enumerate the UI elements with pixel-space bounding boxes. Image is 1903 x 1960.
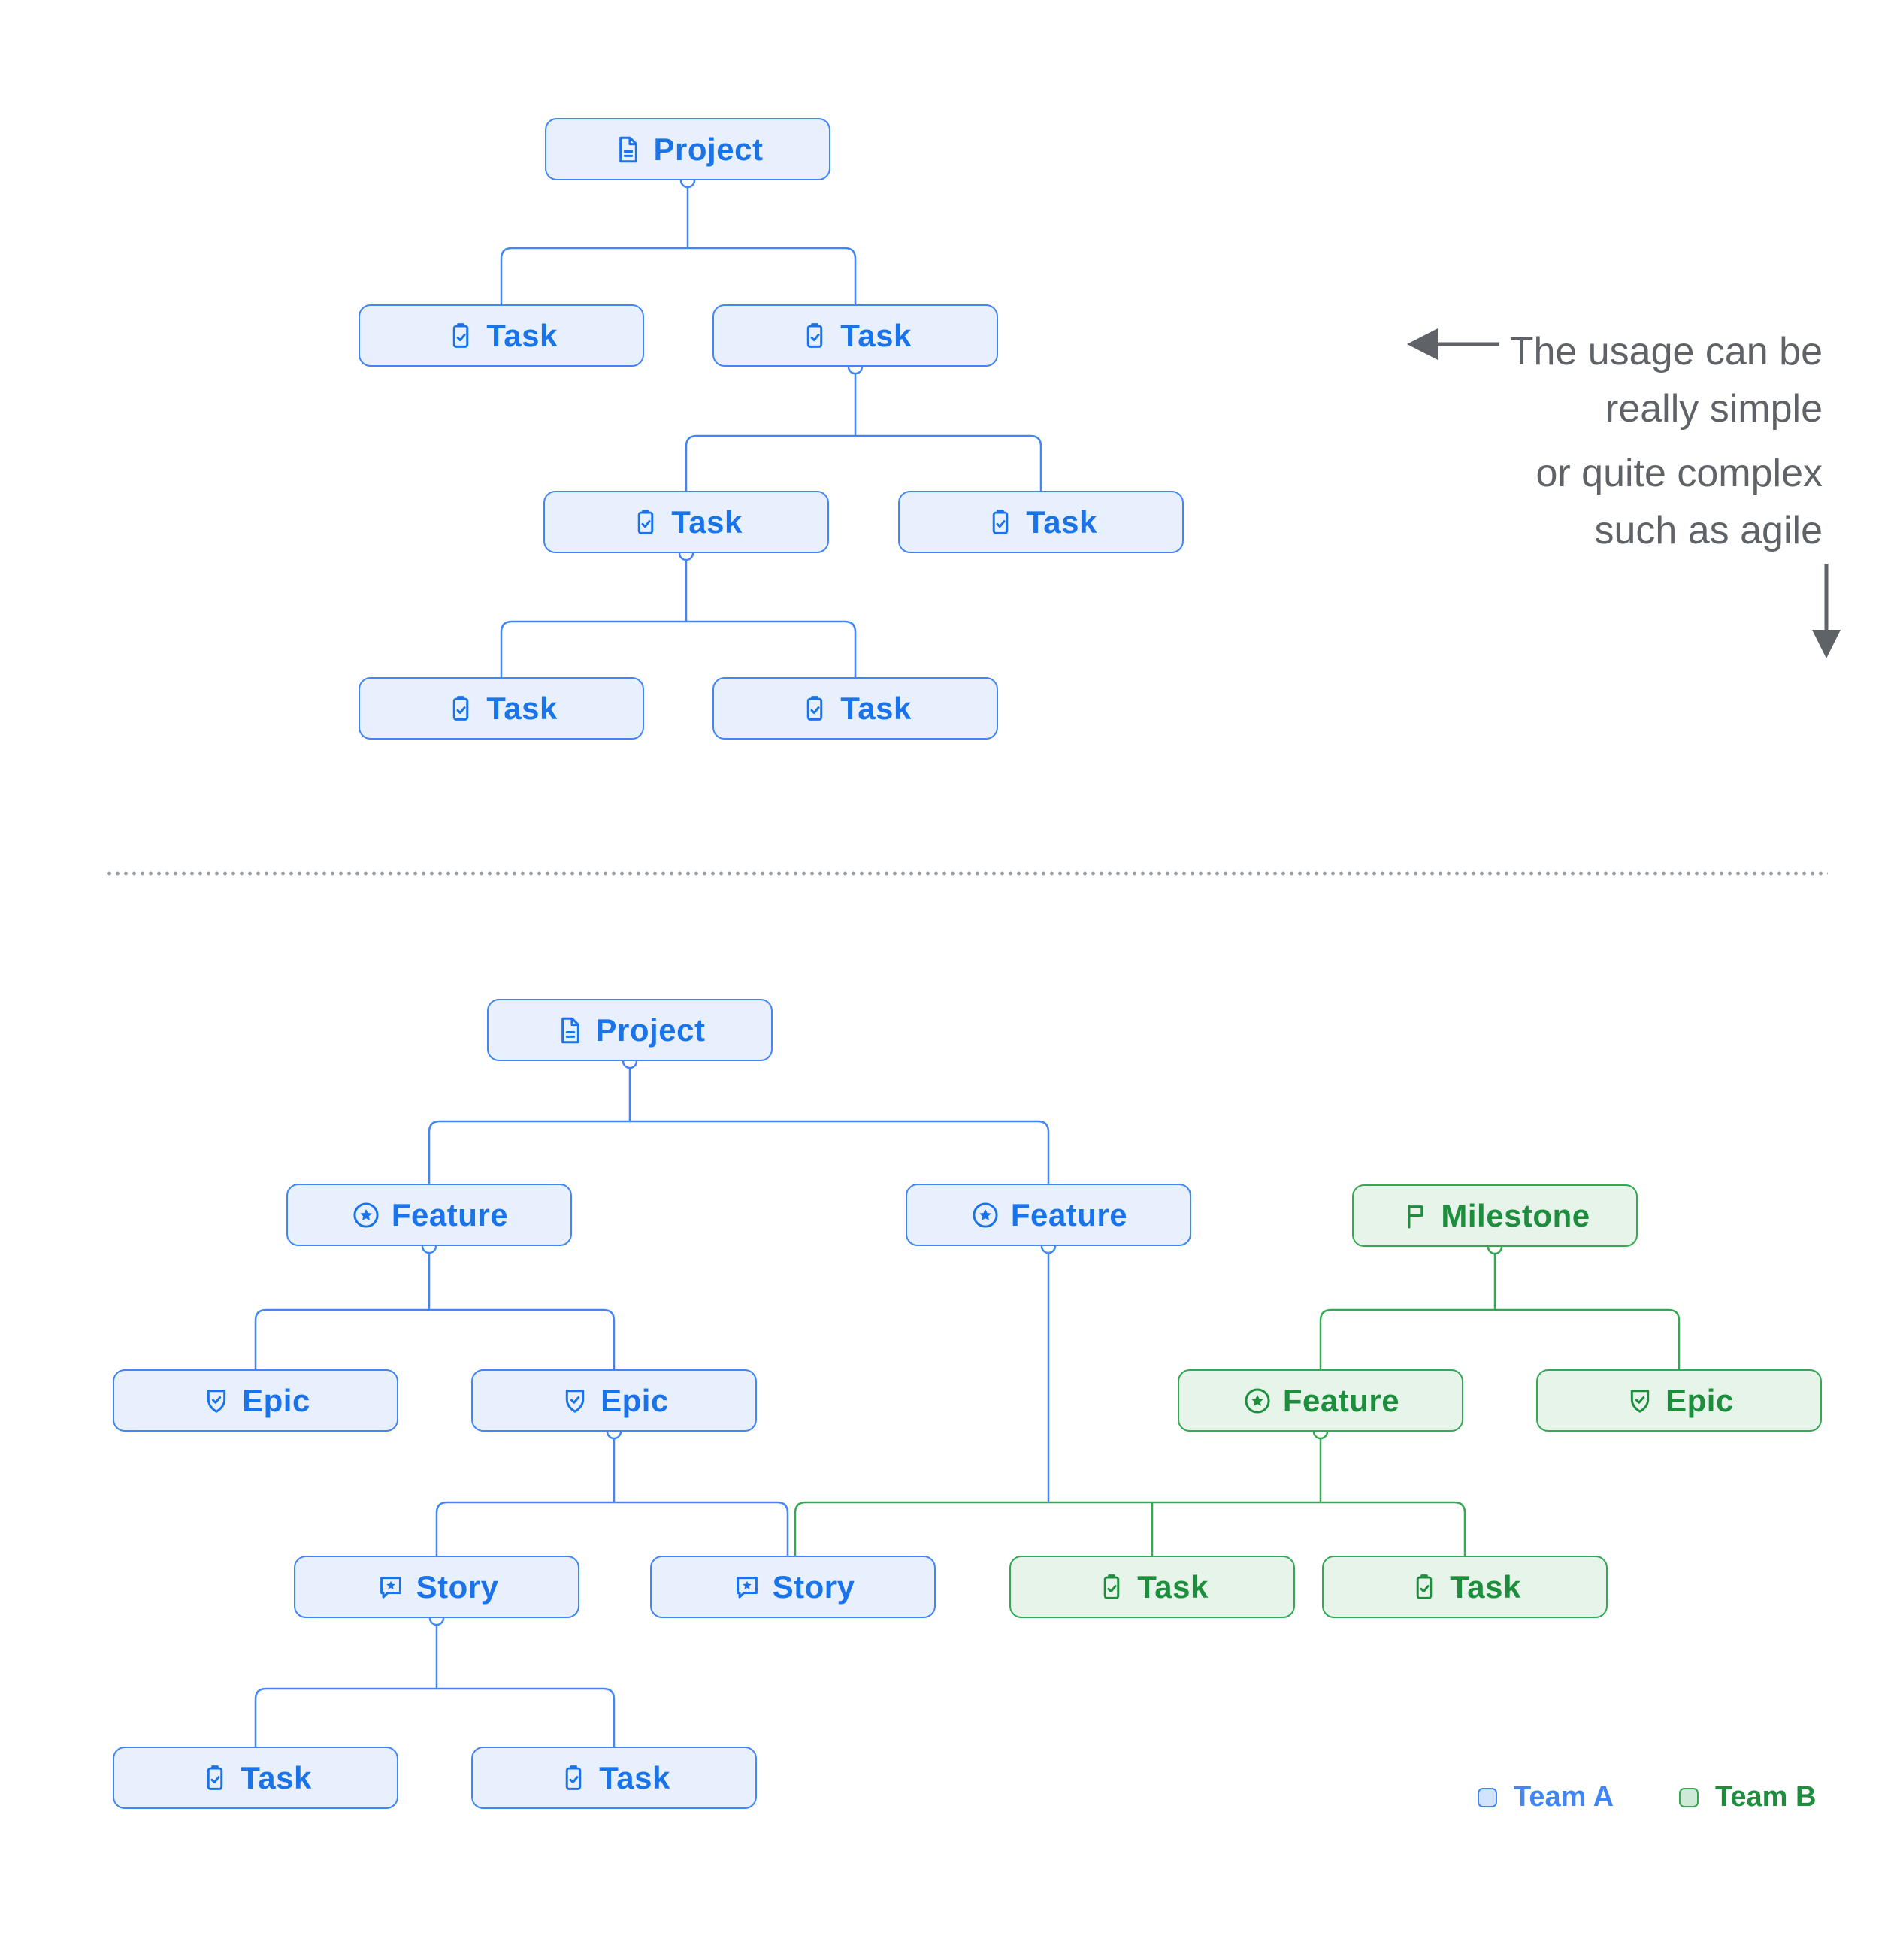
node-label: Feature [1282, 1382, 1400, 1418]
node-task: Task [113, 1747, 398, 1809]
epic-icon [1624, 1385, 1656, 1417]
task-icon [445, 693, 477, 724]
connector-bus [500, 620, 857, 677]
connector-bus [254, 1308, 616, 1369]
node-label: Epic [242, 1382, 310, 1418]
node-label: Task [1450, 1568, 1521, 1605]
node-label: Story [772, 1568, 855, 1605]
task-icon [1096, 1571, 1127, 1603]
task-icon [799, 320, 830, 352]
task-icon [558, 1762, 589, 1794]
node-task: Task [1009, 1556, 1295, 1618]
node-project: Project [545, 118, 830, 180]
epic-icon [559, 1385, 591, 1417]
node-task: Task [898, 491, 1184, 553]
legend-item-team-b: Team B [1679, 1781, 1816, 1813]
down-arrow-icon [1812, 564, 1841, 658]
story-icon [375, 1571, 407, 1603]
node-label: Story [416, 1568, 499, 1605]
node-task: Task [471, 1747, 757, 1809]
connector-bus [428, 1120, 1050, 1184]
node-task: Task [712, 304, 998, 367]
node-label: Task [840, 690, 912, 726]
feature-icon [970, 1199, 1001, 1231]
connector-bus [1319, 1308, 1681, 1369]
node-task: Task [359, 677, 644, 740]
node-label: Task [486, 690, 558, 726]
connector-bus [500, 247, 857, 304]
story-icon [731, 1571, 763, 1603]
connector-bus [794, 1501, 1466, 1556]
legend-label: Team B [1715, 1781, 1817, 1813]
node-label: Feature [391, 1196, 509, 1233]
node-task: Task [1322, 1556, 1608, 1618]
node-label: Task [486, 317, 558, 353]
task-icon [445, 320, 477, 352]
task-icon [799, 693, 830, 724]
node-label: Project [653, 131, 764, 167]
task-icon [985, 507, 1016, 538]
project-icon [555, 1015, 586, 1046]
node-label: Task [1026, 504, 1097, 540]
dotted-divider [105, 871, 1828, 876]
node-task: Task [543, 491, 829, 553]
node-label: Task [840, 317, 912, 353]
node-task: Task [359, 304, 644, 367]
node-label: Epic [1666, 1382, 1734, 1418]
node-label: Task [671, 504, 743, 540]
node-task: Task [712, 677, 998, 740]
node-label: Project [595, 1012, 706, 1048]
annotation-line: or quite complex [1535, 452, 1823, 495]
annotation-line: The usage can be [1509, 330, 1823, 374]
node-story: Story [650, 1556, 936, 1618]
milestone-icon [1399, 1200, 1431, 1232]
team-a-swatch-icon [1478, 1787, 1497, 1807]
node-project: Project [487, 999, 773, 1061]
left-arrow-icon [1407, 328, 1499, 360]
project-icon [613, 134, 644, 165]
node-feature: Feature [906, 1184, 1191, 1246]
connector-bus [685, 434, 1042, 491]
annotation-line: really simple [1605, 387, 1823, 431]
node-label: Feature [1010, 1196, 1128, 1233]
feature-icon [1242, 1385, 1273, 1417]
task-icon [199, 1762, 231, 1794]
legend-label: Team A [1514, 1781, 1614, 1813]
node-epic: Epic [1536, 1369, 1822, 1432]
node-milestone: Milestone [1352, 1184, 1638, 1247]
node-label: Milestone [1441, 1197, 1590, 1233]
team-b-swatch-icon [1679, 1787, 1699, 1807]
node-label: Task [1137, 1568, 1209, 1605]
annotation-line: such as agile [1594, 509, 1823, 552]
annotation-text: The usage can be really simple or quite … [1510, 323, 1823, 559]
legend-item-team-a: Team A [1478, 1781, 1614, 1813]
node-epic: Epic [113, 1369, 398, 1432]
connector-bus [435, 1501, 789, 1556]
node-story: Story [294, 1556, 579, 1618]
feature-icon [350, 1199, 382, 1231]
task-icon [630, 507, 661, 538]
connector-bus [254, 1687, 616, 1747]
node-feature: Feature [1178, 1369, 1463, 1432]
epic-icon [201, 1385, 232, 1417]
task-icon [1408, 1571, 1440, 1603]
node-label: Task [599, 1759, 670, 1795]
node-epic: Epic [471, 1369, 757, 1432]
node-feature: Feature [286, 1184, 572, 1246]
node-label: Task [241, 1759, 312, 1795]
node-label: Epic [601, 1382, 669, 1418]
